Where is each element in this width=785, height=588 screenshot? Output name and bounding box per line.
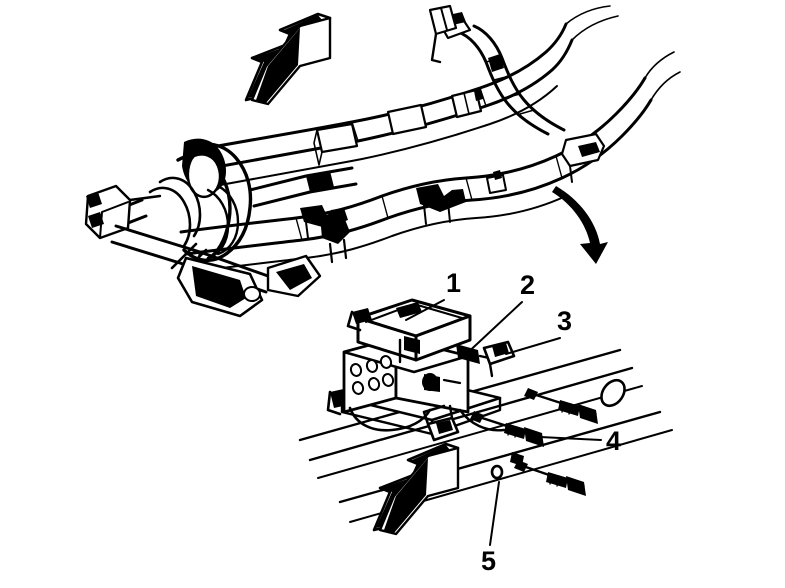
callout-5: 5: [481, 481, 500, 576]
frame-overview-view: [84, 4, 681, 318]
bracket-ear-right: [482, 340, 516, 378]
frame-center-mount: [266, 254, 322, 298]
callout-2: 2: [461, 270, 535, 359]
callout-3-number: 3: [557, 306, 572, 336]
view-direction-arrow-top: [244, 12, 332, 106]
transmission-crossmember: [248, 166, 358, 208]
frame-cab-mount-post: [428, 4, 458, 64]
frame-bracket-upper-b: [386, 103, 428, 136]
view-direction-arrow-bottom: [372, 442, 460, 536]
callout-group: 1 2 3 4 5: [405, 268, 621, 576]
frame-bracket-upper-c: [450, 88, 483, 119]
electronic-brake-control-module: [346, 298, 472, 364]
frame-front-end-cap: [84, 184, 162, 240]
bracket-ear-lower: [422, 404, 460, 442]
mounting-bolt-middle: [470, 411, 544, 447]
frame-hitch-bracket: [560, 132, 606, 183]
callout-2-number: 2: [520, 270, 535, 300]
module-detail-view: [298, 298, 673, 523]
callout-4: 4: [539, 426, 621, 456]
frame-bracket-lower-c: [486, 170, 507, 194]
brake-line-routing: [348, 406, 506, 432]
callout-1-number: 1: [446, 268, 461, 298]
mounting-bolt-upper: [524, 388, 598, 424]
front-differential-housing: [176, 256, 264, 318]
sealing-washer: [600, 378, 626, 408]
spring-hanger: [320, 212, 350, 264]
ground-stud-nut: [490, 452, 524, 480]
mounting-bolt-lower: [514, 460, 586, 496]
callout-3: 3: [505, 306, 572, 355]
front-suspension-crossmember: [104, 138, 253, 276]
detail-callout-arrow: [552, 186, 608, 264]
callout-1: 1: [405, 268, 461, 321]
frame-bracket-upper-a: [313, 122, 359, 166]
callout-4-number: 4: [606, 426, 621, 456]
callout-5-number: 5: [481, 546, 496, 576]
frame-bracket-lower-b: [416, 184, 466, 225]
